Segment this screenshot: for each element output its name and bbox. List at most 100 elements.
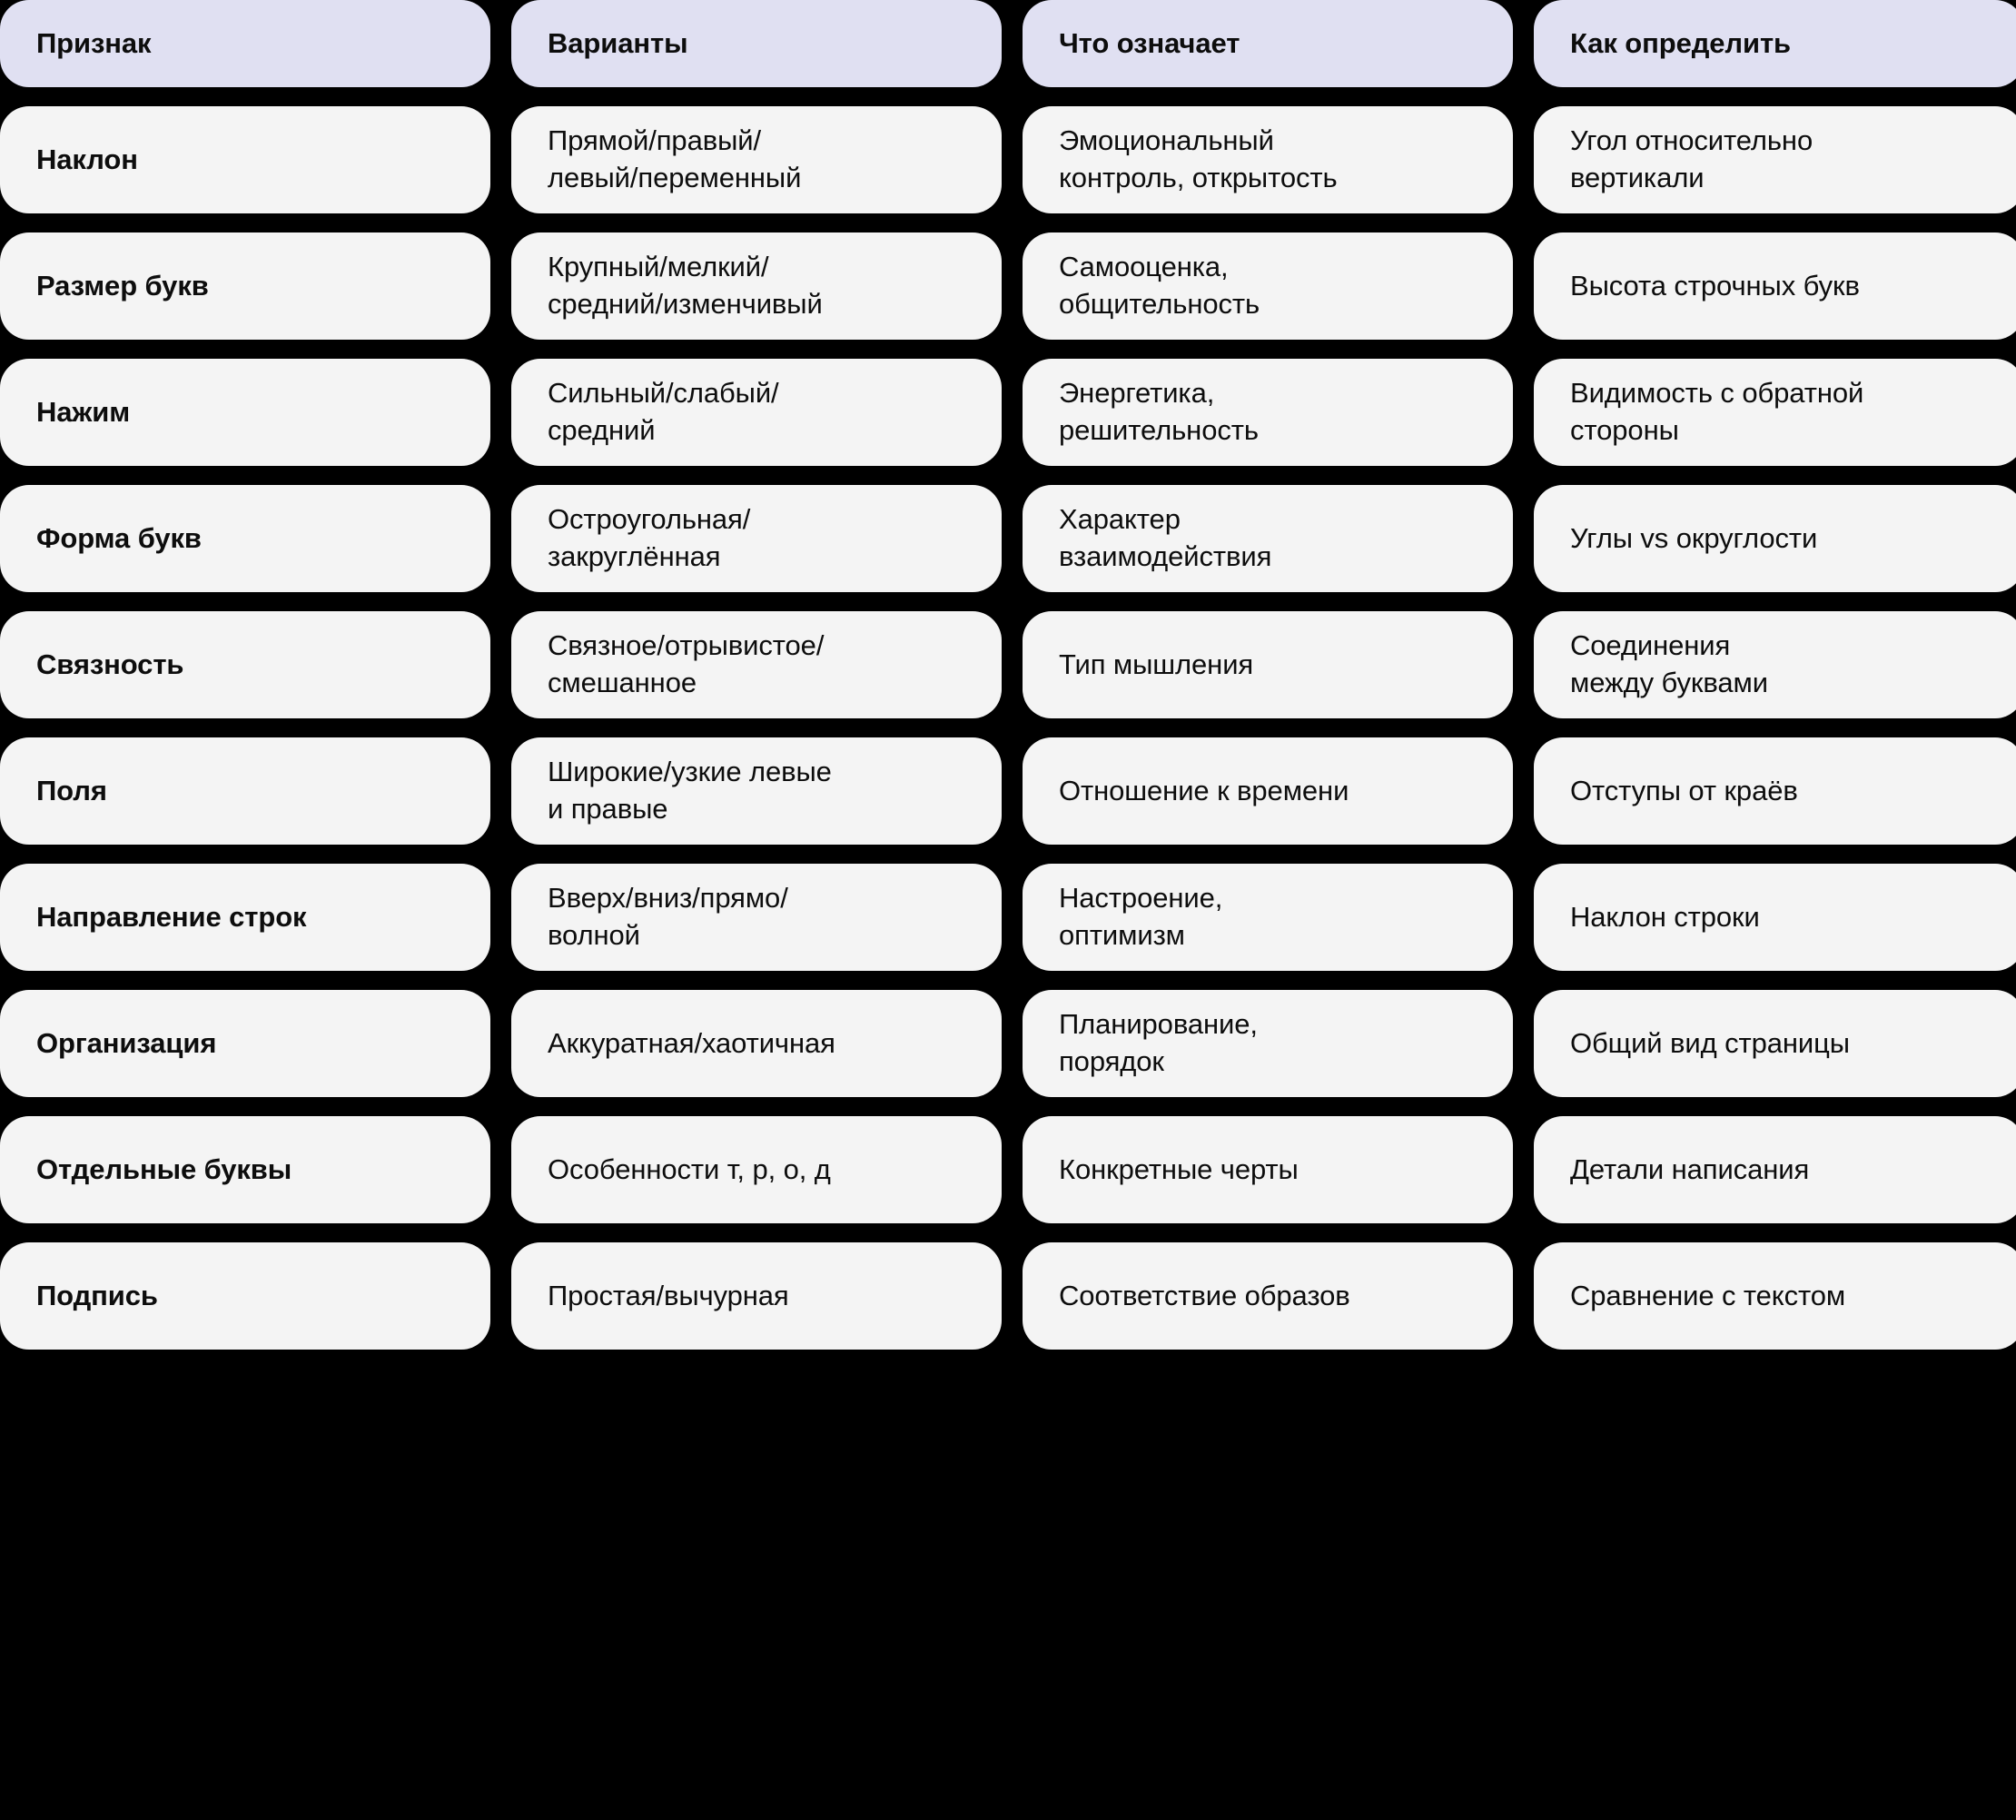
table-cell-text: Крупный/мелкий/ средний/изменчивый — [548, 251, 823, 320]
table-cell-meaning: Самооценка, общительность — [1023, 232, 1513, 340]
table-cell-how: Углы vs округлости — [1534, 485, 2016, 592]
column-header-feature: Признак — [0, 0, 490, 87]
table-cell-variants: Вверх/вниз/прямо/ волной — [511, 864, 1002, 971]
table-cell-feature: Форма букв — [0, 485, 490, 592]
table-cell-text: Отступы от краёв — [1570, 774, 1798, 806]
column-header-how: Как определить — [1534, 0, 2016, 87]
column-header-meaning: Что означает — [1023, 0, 1513, 87]
table-cell-meaning: Соответствие образов — [1023, 1242, 1513, 1350]
table-cell-variants: Простая/вычурная — [511, 1242, 1002, 1350]
table-header-row: Признак Варианты Что означает Как определит… — [0, 0, 2016, 87]
table-cell-text: Углы vs округлости — [1570, 521, 1818, 554]
table-cell-text: Подпись — [36, 1279, 158, 1311]
table-cell-text: Детали написания — [1570, 1152, 1810, 1185]
table-cell-feature: Подпись — [0, 1242, 490, 1350]
table-cell-text: Планирование, порядок — [1059, 1008, 1258, 1077]
table-cell-how: Соединения между буквами — [1534, 611, 2016, 718]
table-cell-text: Соответствие образов — [1059, 1279, 1350, 1311]
table-cell-how: Угол относительно вертикали — [1534, 106, 2016, 213]
table-cell-text: Простая/вычурная — [548, 1279, 789, 1311]
table-cell-feature: Поля — [0, 737, 490, 845]
table-row: Форма букв Остроугольная/ закруглённая Хар… — [0, 485, 2016, 592]
table-row: Организация Аккуратная/хаотичная Планирова… — [0, 990, 2016, 1097]
table-row: Отдельные буквы Особенности т, р, о, д Кон… — [0, 1116, 2016, 1223]
table-cell-variants: Остроугольная/ закруглённая — [511, 485, 1002, 592]
table-cell-variants: Прямой/правый/ левый/переменный — [511, 106, 1002, 213]
table-cell-text: Остроугольная/ закруглённая — [548, 503, 751, 572]
table-cell-variants: Особенности т, р, о, д — [511, 1116, 1002, 1223]
table-cell-text: Энергетика, решительность — [1059, 377, 1259, 446]
table-cell-text: Эмоциональный контроль, открытость — [1059, 124, 1338, 193]
table-row: Наклон Прямой/правый/ левый/переменный Эмо… — [0, 106, 2016, 213]
table-cell-how: Отступы от краёв — [1534, 737, 2016, 845]
table-cell-text: Нажим — [36, 395, 131, 428]
table-cell-text: Характер взаимодействия — [1059, 503, 1272, 572]
table-cell-text: Связное/отрывистое/ смешанное — [548, 629, 825, 698]
table-cell-variants: Аккуратная/хаотичная — [511, 990, 1002, 1097]
table-cell-text: Наклон — [36, 143, 138, 175]
table-cell-text: Наклон строки — [1570, 900, 1760, 933]
table-cell-text: Форма букв — [36, 521, 202, 554]
table-cell-text: Отношение к времени — [1059, 774, 1349, 806]
table-row: Нажим Сильный/слабый/ средний Энергетика, … — [0, 359, 2016, 466]
handwriting-features-table: Признак Варианты Что означает Как определит… — [0, 0, 2016, 1350]
table-cell-meaning: Энергетика, решительность — [1023, 359, 1513, 466]
table-cell-how: Сравнение с текстом — [1534, 1242, 2016, 1350]
table-cell-meaning: Эмоциональный контроль, открытость — [1023, 106, 1513, 213]
table-cell-feature: Связность — [0, 611, 490, 718]
column-header-label: Как определить — [1570, 26, 1792, 59]
table-cell-variants: Сильный/слабый/ средний — [511, 359, 1002, 466]
table-cell-text: Конкретные черты — [1059, 1152, 1299, 1185]
table-cell-variants: Широкие/узкие левые и правые — [511, 737, 1002, 845]
table-cell-text: Самооценка, общительность — [1059, 251, 1260, 320]
table-row: Размер букв Крупный/мелкий/ средний/измен… — [0, 232, 2016, 340]
column-header-variants: Варианты — [511, 0, 1002, 87]
table-cell-meaning: Настроение, оптимизм — [1023, 864, 1513, 971]
table-cell-text: Аккуратная/хаотичная — [548, 1026, 835, 1059]
table-row: Подпись Простая/вычурная Соответствие обра… — [0, 1242, 2016, 1350]
table-cell-text: Вверх/вниз/прямо/ волной — [548, 882, 788, 951]
table-cell-text: Направление строк — [36, 900, 307, 933]
table-cell-text: Организация — [36, 1026, 217, 1059]
table-cell-text: Видимость с обратной стороны — [1570, 377, 1864, 446]
table-cell-text: Общий вид страницы — [1570, 1026, 1850, 1059]
table-cell-text: Особенности т, р, о, д — [548, 1152, 831, 1185]
table-cell-variants: Связное/отрывистое/ смешанное — [511, 611, 1002, 718]
table-cell-text: Связность — [36, 648, 184, 680]
table-cell-text: Широкие/узкие левые и правые — [548, 756, 832, 825]
table-cell-how: Наклон строки — [1534, 864, 2016, 971]
table-cell-how: Видимость с обратной стороны — [1534, 359, 2016, 466]
column-header-label: Признак — [36, 26, 152, 59]
table-cell-variants: Крупный/мелкий/ средний/изменчивый — [511, 232, 1002, 340]
table-cell-feature: Наклон — [0, 106, 490, 213]
table-cell-text: Угол относительно вертикали — [1570, 124, 1813, 193]
table-cell-feature: Размер букв — [0, 232, 490, 340]
table-cell-text: Поля — [36, 774, 107, 806]
table-cell-text: Отдельные буквы — [36, 1152, 292, 1185]
table-row: Связность Связное/отрывистое/ смешанное Ти… — [0, 611, 2016, 718]
table-cell-text: Тип мышления — [1059, 648, 1254, 680]
table-cell-text: Соединения между буквами — [1570, 629, 1768, 698]
table-cell-feature: Направление строк — [0, 864, 490, 971]
table-cell-how: Общий вид страницы — [1534, 990, 2016, 1097]
table-cell-feature: Отдельные буквы — [0, 1116, 490, 1223]
column-header-label: Варианты — [548, 26, 688, 59]
table-cell-text: Сравнение с текстом — [1570, 1279, 1846, 1311]
table-cell-text: Настроение, оптимизм — [1059, 882, 1223, 951]
table-cell-text: Высота строчных букв — [1570, 269, 1860, 302]
table-cell-feature: Организация — [0, 990, 490, 1097]
table-cell-meaning: Тип мышления — [1023, 611, 1513, 718]
table-cell-how: Детали написания — [1534, 1116, 2016, 1223]
table-cell-meaning: Характер взаимодействия — [1023, 485, 1513, 592]
table-cell-meaning: Конкретные черты — [1023, 1116, 1513, 1223]
column-header-label: Что означает — [1059, 26, 1240, 59]
table-cell-text: Прямой/правый/ левый/переменный — [548, 124, 802, 193]
table-cell-meaning: Отношение к времени — [1023, 737, 1513, 845]
table-cell-how: Высота строчных букв — [1534, 232, 2016, 340]
table-row: Поля Широкие/узкие левые и правые Отношени… — [0, 737, 2016, 845]
table-cell-text: Сильный/слабый/ средний — [548, 377, 779, 446]
table-row: Направление строк Вверх/вниз/прямо/ волно… — [0, 864, 2016, 971]
table-cell-meaning: Планирование, порядок — [1023, 990, 1513, 1097]
table-cell-feature: Нажим — [0, 359, 490, 466]
table-cell-text: Размер букв — [36, 269, 209, 302]
